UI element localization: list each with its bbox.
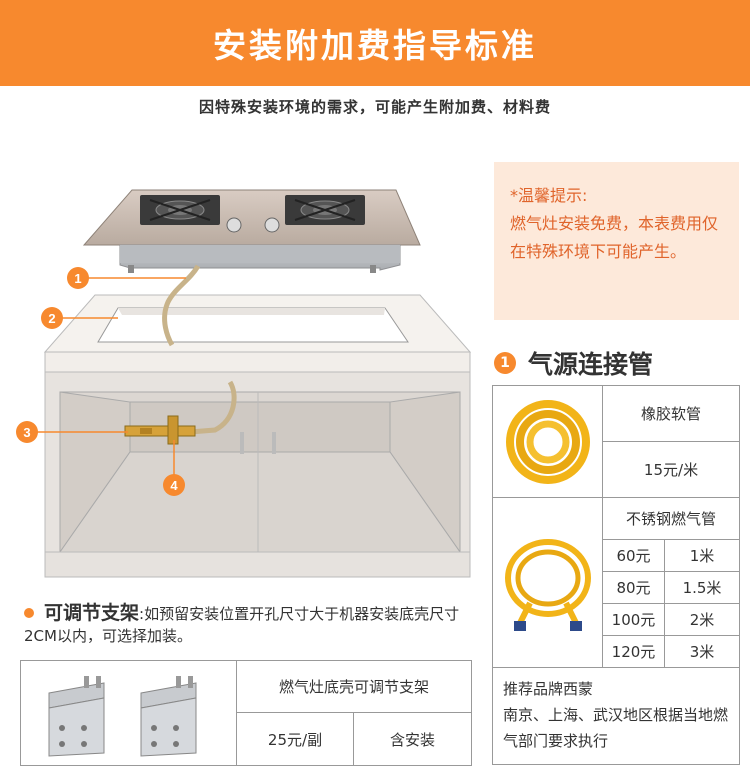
header-banner: 安装附加费指导标准 [0,0,750,86]
brand-title: 推荐品牌西蒙 [503,680,594,698]
bracket-icon [48,676,196,757]
marker-4: 4 [163,440,185,496]
left-burner [140,195,220,225]
brand-body: 南京、上海、武汉地区根据当地燃气部门要求执行 [503,706,729,750]
bullet-dot-icon [24,607,34,618]
steel-length-1: 1.5米 [665,572,739,604]
tip-title: *温馨提示: [510,186,588,205]
steel-price-3: 120元 [603,636,665,668]
section-number-badge: 1 [494,352,516,374]
steel-length-3: 3米 [665,636,739,668]
rubber-hose-price: 15元/米 [603,442,739,498]
bracket-table: 燃气灶底壳可调节支架 25元/副 含安装 [20,660,472,766]
marker-1: 1 [67,267,186,289]
gas-section-header: 1 气源连接管 [494,345,653,381]
bracket-section-title: 可调节支架 [44,602,140,624]
rubber-hose-coil-icon [505,399,590,484]
steel-price-2: 100元 [603,604,665,636]
steel-length-2: 2米 [665,604,739,636]
marker-3: 3 [16,421,128,443]
steel-price-1: 80元 [603,572,665,604]
right-burner [285,195,365,225]
steel-hose-coil-icon [504,538,591,631]
stove-cabinet-drawing: 1 2 3 4 [16,189,472,578]
steel-hose-name: 不锈钢燃气管 [603,498,739,540]
steel-length-0: 1米 [665,540,739,572]
brand-note: 推荐品牌西蒙 南京、上海、武汉地区根据当地燃气部门要求执行 [493,668,739,764]
stove-top [82,189,421,246]
marker-3-label: 3 [23,425,30,440]
steel-hose-image [493,498,603,668]
page-title: 安装附加费指导标准 [213,26,537,65]
tip-box: *温馨提示: 燃气灶安装免费，本表费用仅在特殊环境下可能产生。 [494,162,739,320]
bracket-section-desc: :如预留安装位置开孔尺寸大于机器安装底壳尺寸2CM以内，可选择加装。 [24,605,460,645]
marker-4-label: 4 [170,478,178,493]
rubber-hose-image [493,386,603,498]
page-subtitle: 因特殊安装环境的需求，可能产生附加费、材料费 [198,98,551,116]
bracket-product-name: 燃气灶底壳可调节支架 [237,661,471,713]
bracket-price: 25元/副 [237,713,354,765]
gas-pipe-table: 橡胶软管 15元/米 不锈钢燃气管 60元 1米 80元 1.5米 100元 2… [492,385,740,765]
bracket-install-note: 含安装 [389,730,435,749]
bracket-section-header: 可调节支架:如预留安装位置开孔尺寸大于机器安装底壳尺寸2CM以内，可选择加装。 [24,602,474,647]
rubber-hose-name: 橡胶软管 [603,386,739,442]
tip-body: 燃气灶安装免费，本表费用仅在特殊环境下可能产生。 [510,214,719,261]
stove-cabinet-illustration: 1 2 3 4 [0,170,490,590]
steel-price-0: 60元 [603,540,665,572]
marker-2-label: 2 [48,311,55,326]
bracket-image [21,661,237,765]
gas-section-title: 气源连接管 [528,350,654,379]
marker-1-label: 1 [74,271,81,286]
marker-2: 2 [41,307,118,329]
